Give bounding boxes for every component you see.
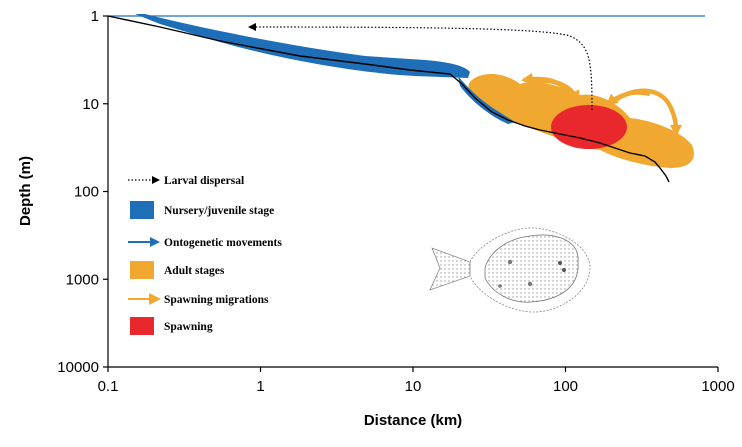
y-tick-label: 1000	[66, 271, 99, 288]
legend-item-ontogenetic: Ontogenetic movements	[128, 237, 282, 249]
nursery-juvenile-area	[135, 14, 470, 78]
legend-swatch-spawning	[130, 317, 154, 335]
spawning-area	[551, 105, 627, 149]
legend-item-larval: Larval dispersal	[128, 175, 244, 187]
legend-label-spawning: Spawning	[164, 321, 213, 333]
axes: 1 10 100 1000 10000 0.1 1 10 100 1000	[57, 8, 734, 395]
legend-label-larval: Larval dispersal	[164, 175, 244, 187]
y-axis-title: Depth (m)	[17, 156, 34, 226]
legend-item-nursery: Nursery/juvenile stage	[130, 201, 274, 219]
y-tick-label: 1	[91, 8, 99, 25]
x-axis-title: Distance (km)	[364, 412, 462, 429]
legend-item-spawning: Spawning	[130, 317, 213, 335]
legend-label-adult: Adult stages	[164, 265, 225, 277]
legend-item-spawning_migrations: Spawning migrations	[128, 293, 269, 306]
y-tick-label: 100	[74, 184, 99, 201]
nursery-juvenile-slope	[458, 76, 515, 124]
legend-label-spawning_migrations: Spawning migrations	[164, 294, 269, 306]
legend-swatch-adult	[130, 261, 154, 279]
spawning-migration-arrow-right-back	[605, 90, 651, 106]
legend-swatch-nursery	[130, 201, 154, 219]
plot-area	[107, 14, 705, 313]
x-tick-label: 1	[256, 378, 264, 395]
legend-item-adult: Adult stages	[130, 261, 225, 279]
y-tick-label: 10000	[57, 359, 99, 376]
y-tick-label: 10	[82, 96, 99, 113]
x-tick-label: 0.1	[98, 378, 119, 395]
seafloor-line	[107, 15, 670, 183]
y-axis-ticks: 1 10 100 1000 10000	[57, 8, 108, 376]
spawning-migration-arrow-left-back	[529, 78, 581, 103]
legend-label-nursery: Nursery/juvenile stage	[164, 205, 274, 217]
x-tick-label: 1000	[701, 378, 734, 395]
x-tick-label: 10	[405, 378, 422, 395]
flatfish-illustration	[429, 227, 591, 313]
legend-label-ontogenetic: Ontogenetic movements	[164, 237, 282, 249]
x-axis-ticks: 0.1 1 10 100 1000	[98, 367, 735, 395]
x-tick-label: 100	[553, 378, 578, 395]
